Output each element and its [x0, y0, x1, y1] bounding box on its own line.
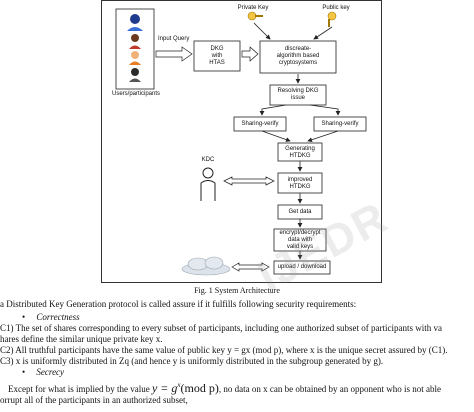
formula-exponent: x: [177, 381, 181, 389]
input-query-label: Input Query: [158, 36, 190, 42]
kdc-person-icon: [200, 167, 216, 201]
system-architecture-figure: Input Query Users/participants Private K…: [101, 0, 382, 283]
users-box: [115, 8, 155, 90]
kdc-label: KDC: [201, 157, 215, 163]
requirement-c3: C3) x is uniformly distributed in Zq (an…: [0, 356, 384, 366]
generating-label: Generating HTDKG: [285, 146, 315, 159]
formula-y: y = g: [151, 381, 178, 395]
dkg-label: DKG with HTAS: [209, 46, 225, 66]
resolving-label: Resolving DKG issue: [277, 88, 319, 101]
users-label: Users/participants: [111, 91, 161, 97]
improved-label: improved HTDKG: [287, 177, 313, 190]
upload-label: upload / download: [277, 264, 327, 270]
cloud-icon: [181, 256, 231, 276]
public-key-icon: [327, 11, 337, 27]
user-icon-4: [129, 68, 141, 82]
public-key-label: Public key: [322, 5, 350, 11]
sharing-verify-left-box: [233, 116, 287, 132]
heading-correctness: Correctness: [36, 312, 80, 322]
upload-box: [273, 260, 331, 275]
figure-caption: Fig. 1 System Architecture: [194, 286, 280, 295]
crypto-box: [259, 40, 337, 74]
bullet-dot: •: [22, 367, 26, 377]
user-icon-3: [129, 51, 141, 65]
bullet-secrecy: • Secrecy: [22, 367, 64, 378]
requirement-c1: C1) The set of shares corresponding to e…: [0, 323, 442, 333]
private-key-label: Private Key: [237, 5, 269, 11]
formula-mod: (mod p): [180, 381, 219, 395]
formula: y = gx(mod p): [152, 381, 219, 395]
encrypt-label: encrypt/decrypt data with valid keys: [279, 230, 321, 250]
secrecy-paragraph: Except for what is implied by the value …: [8, 380, 441, 395]
sharing-verify-right-box: [313, 116, 367, 132]
get-data-label: Get data: [288, 209, 312, 215]
architecture-diagram: [115, 8, 367, 276]
sharing-verify-right-label: Sharing-verify: [321, 121, 359, 127]
crypto-label: discreate- algorithm based cryptosystems: [276, 46, 320, 66]
secrecy-paragraph-cont: orrupt all of the participants in an aut…: [0, 395, 188, 405]
private-key-icon: [247, 11, 263, 21]
paragraph-intro: a Distributed Key Generation protocol is…: [0, 299, 357, 309]
sharing-verify-left-label: Sharing-verify: [241, 121, 279, 127]
heading-secrecy: Secrecy: [36, 367, 65, 377]
resolving-box: [269, 84, 327, 106]
secrecy-text-b: , no data on x can be obtained by an opp…: [218, 384, 442, 394]
secrecy-text-a: Except for what is implied by the value: [8, 384, 150, 394]
bullet-dot: •: [22, 312, 26, 322]
requirement-c2: C2) All truthful participants have the s…: [0, 345, 448, 355]
user-icon-2: [129, 34, 141, 49]
requirement-c1-cont: hares define the similar unique private …: [0, 334, 163, 344]
bullet-correctness: • Correctness: [22, 312, 80, 323]
user-icon-1: [127, 14, 143, 31]
dkg-box: [193, 40, 241, 72]
